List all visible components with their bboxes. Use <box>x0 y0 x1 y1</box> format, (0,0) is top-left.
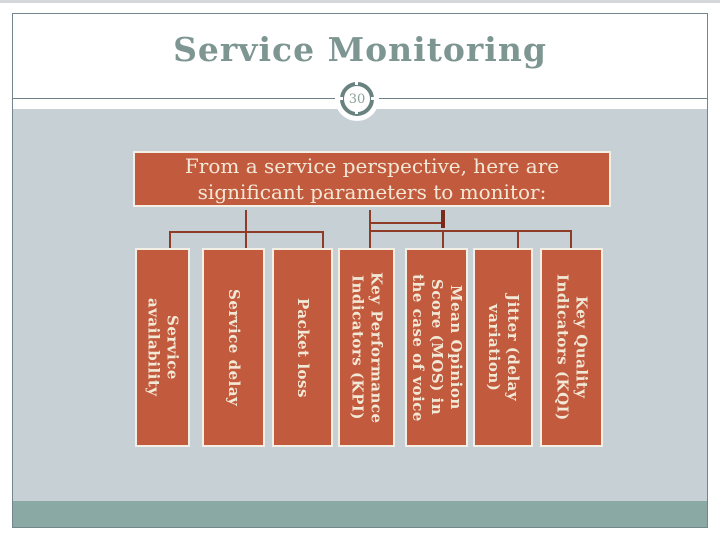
connector-right-stem <box>441 210 445 228</box>
top-edge-strip <box>0 0 720 3</box>
param-label: Service delay <box>225 288 243 407</box>
connector-right-rail <box>369 230 572 232</box>
badge-tick-south <box>355 111 358 114</box>
page-number: 30 <box>348 91 366 107</box>
param-box-jitter: Jitter (delay variation) <box>473 248 533 447</box>
connector-drop-box1 <box>169 231 171 248</box>
connector-drop-box2 <box>245 231 247 248</box>
param-box-kpi: Key Performance Indicators (KPI) <box>338 248 395 447</box>
callout-text: From a service perspective, here are sig… <box>184 154 560 204</box>
footer-band <box>13 501 707 527</box>
connector-left-stem <box>245 210 247 232</box>
connector-drop-box6 <box>517 230 519 248</box>
connector-drop-box7 <box>570 230 572 248</box>
connector-mid-rail <box>369 222 445 224</box>
param-label: Jitter (delay variation) <box>485 293 522 402</box>
param-box-packet-loss: Packet loss <box>272 248 333 447</box>
connector-drop-box5 <box>442 230 444 248</box>
param-label: Packet loss <box>294 297 312 398</box>
param-box-mos: Mean Opinion Score (MOS) in the case of … <box>405 248 468 447</box>
param-label: Mean Opinion Score (MOS) in the case of … <box>409 273 465 422</box>
connector-drop-box3 <box>322 231 324 248</box>
param-label: Key Quality Indicators (KQI) <box>553 274 591 421</box>
param-box-service-availability: Service availability <box>135 248 190 447</box>
badge-tick-north <box>355 82 358 85</box>
connector-drop-box4 <box>369 210 371 248</box>
badge-tick-west <box>340 97 343 100</box>
slide-title: Service Monitoring <box>173 30 547 69</box>
param-box-service-delay: Service delay <box>202 248 265 447</box>
callout-box: From a service perspective, here are sig… <box>133 151 611 207</box>
param-label: Service availability <box>144 298 182 397</box>
param-label: Key Performance Indicators (KPI) <box>348 271 386 424</box>
param-box-kqi: Key Quality Indicators (KQI) <box>540 248 603 447</box>
badge-tick-east <box>371 97 374 100</box>
